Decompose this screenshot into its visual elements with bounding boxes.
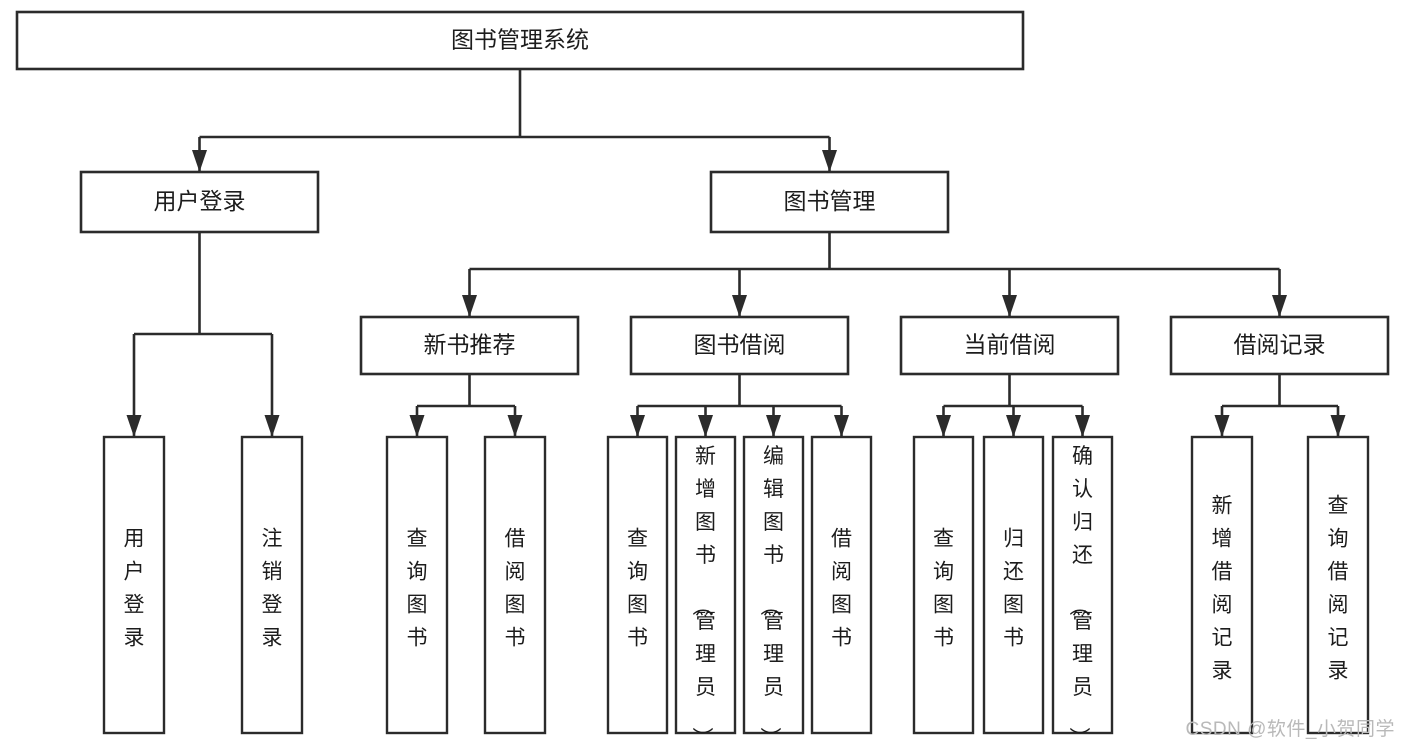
- node-box-leaf-confirm-return: [1051, 435, 1114, 735]
- arrow-head-icon: [462, 295, 477, 317]
- node-box-leaf-borrow-book-rec: [483, 435, 547, 735]
- node-box-leaf-add-record: [1190, 435, 1254, 735]
- node-label-leaf-borrow-book-rec: 借阅图书: [505, 527, 526, 649]
- node-label-current-borrow: 当前借阅: [964, 332, 1056, 358]
- node-leaf-logout[interactable]: 注销登录: [240, 435, 304, 735]
- arrow-head-icon: [834, 415, 849, 437]
- node-box-leaf-query-book-borrow: [606, 435, 669, 735]
- node-leaf-add-record[interactable]: 新增借阅记录: [1190, 435, 1254, 735]
- connector-conn-current-borrow-bus: [936, 374, 1090, 437]
- node-current-borrow[interactable]: 当前借阅: [899, 315, 1120, 376]
- node-label-leaf-logout: 注销登录: [262, 527, 283, 649]
- node-label-book-borrow: 图书借阅: [694, 332, 786, 358]
- node-leaf-borrow-book-rec[interactable]: 借阅图书: [483, 435, 547, 735]
- arrow-head-icon: [698, 415, 713, 437]
- arrow-head-icon: [936, 415, 951, 437]
- node-borrow-record[interactable]: 借阅记录: [1169, 315, 1390, 376]
- connector-conn-book-manage-bus: [462, 232, 1287, 317]
- node-leaf-query-book-cur[interactable]: 查询图书: [912, 435, 975, 735]
- arrow-head-icon: [264, 415, 280, 437]
- node-label-leaf-add-book: 新增图书（管理员）: [690, 445, 716, 747]
- node-label-leaf-add-record: 新增借阅记录: [1212, 494, 1233, 682]
- node-book-manage[interactable]: 图书管理: [709, 170, 950, 234]
- node-label-book-manage: 图书管理: [784, 188, 876, 214]
- node-leaf-borrow-book[interactable]: 借阅图书: [810, 435, 873, 735]
- arrow-head-icon: [766, 415, 781, 437]
- arrow-head-icon: [1075, 415, 1090, 437]
- connector-layer: [126, 69, 1346, 437]
- node-box-leaf-query-book-cur: [912, 435, 975, 735]
- arrow-head-icon: [507, 415, 523, 437]
- node-box-user-login: [79, 170, 320, 234]
- node-box-book-borrow: [629, 315, 850, 376]
- node-label-leaf-query-book-cur: 查询图书: [933, 527, 954, 649]
- node-label-leaf-borrow-book: 借阅图书: [831, 527, 852, 649]
- arrow-head-icon: [732, 295, 747, 317]
- connector-conn-book-borrow-bus: [630, 374, 849, 437]
- node-box-book-manage: [709, 170, 950, 234]
- node-label-leaf-user-login: 用户登录: [124, 527, 145, 649]
- node-box-leaf-query-record: [1306, 435, 1370, 735]
- node-new-book-recommend[interactable]: 新书推荐: [359, 315, 580, 376]
- arrow-head-icon: [1002, 295, 1017, 317]
- node-leaf-query-record[interactable]: 查询借阅记录: [1306, 435, 1370, 735]
- node-leaf-query-book-rec[interactable]: 查询图书: [385, 435, 449, 735]
- node-box-leaf-query-book-rec: [385, 435, 449, 735]
- arrow-head-icon: [822, 150, 837, 172]
- node-box-current-borrow: [899, 315, 1120, 376]
- connector-conn-borrow-record-bus: [1214, 374, 1346, 437]
- connector-conn-new-book-bus: [409, 374, 523, 437]
- node-label-leaf-confirm-return: 确认归还（管理员）: [1067, 445, 1093, 747]
- arrow-head-icon: [1214, 415, 1230, 437]
- node-box-leaf-borrow-book: [810, 435, 873, 735]
- node-box-leaf-logout: [240, 435, 304, 735]
- node-user-login[interactable]: 用户登录: [79, 170, 320, 234]
- node-box-leaf-user-login: [102, 435, 166, 735]
- node-label-borrow-record: 借阅记录: [1234, 332, 1326, 358]
- node-layer: 图书管理系统用户登录图书管理新书推荐图书借阅当前借阅借阅记录用户登录注销登录查询…: [15, 10, 1390, 747]
- node-leaf-edit-book[interactable]: 编辑图书（管理员）: [742, 435, 805, 747]
- node-box-leaf-return-book: [982, 435, 1045, 735]
- arrow-head-icon: [630, 415, 645, 437]
- node-label-leaf-query-record: 查询借阅记录: [1328, 494, 1349, 682]
- node-label-user-login: 用户登录: [154, 188, 246, 214]
- node-box-root: [15, 10, 1025, 71]
- node-leaf-add-book[interactable]: 新增图书（管理员）: [674, 435, 737, 747]
- node-box-leaf-add-book: [674, 435, 737, 735]
- node-leaf-user-login[interactable]: 用户登录: [102, 435, 166, 735]
- connector-conn-root-bus: [192, 69, 837, 172]
- node-label-leaf-return-book: 归还图书: [1003, 527, 1024, 649]
- connector-conn-user-login-bus: [126, 232, 280, 437]
- node-book-borrow[interactable]: 图书借阅: [629, 315, 850, 376]
- node-leaf-confirm-return[interactable]: 确认归还（管理员）: [1051, 435, 1114, 747]
- node-label-leaf-query-book-rec: 查询图书: [407, 527, 428, 649]
- node-leaf-return-book[interactable]: 归还图书: [982, 435, 1045, 735]
- arrow-head-icon: [1272, 295, 1287, 317]
- node-label-leaf-query-book-borrow: 查询图书: [627, 527, 648, 649]
- node-root[interactable]: 图书管理系统: [15, 10, 1025, 71]
- node-leaf-query-book-borrow[interactable]: 查询图书: [606, 435, 669, 735]
- arrow-head-icon: [409, 415, 425, 437]
- node-box-leaf-edit-book: [742, 435, 805, 735]
- node-box-borrow-record: [1169, 315, 1390, 376]
- arrow-head-icon: [1006, 415, 1021, 437]
- arrow-head-icon: [1330, 415, 1346, 437]
- arrow-head-icon: [126, 415, 142, 437]
- node-box-new-book-recommend: [359, 315, 580, 376]
- node-label-leaf-edit-book: 编辑图书（管理员）: [758, 445, 784, 747]
- node-label-root: 图书管理系统: [451, 27, 589, 53]
- arrow-head-icon: [192, 150, 207, 172]
- node-label-new-book-recommend: 新书推荐: [424, 332, 516, 358]
